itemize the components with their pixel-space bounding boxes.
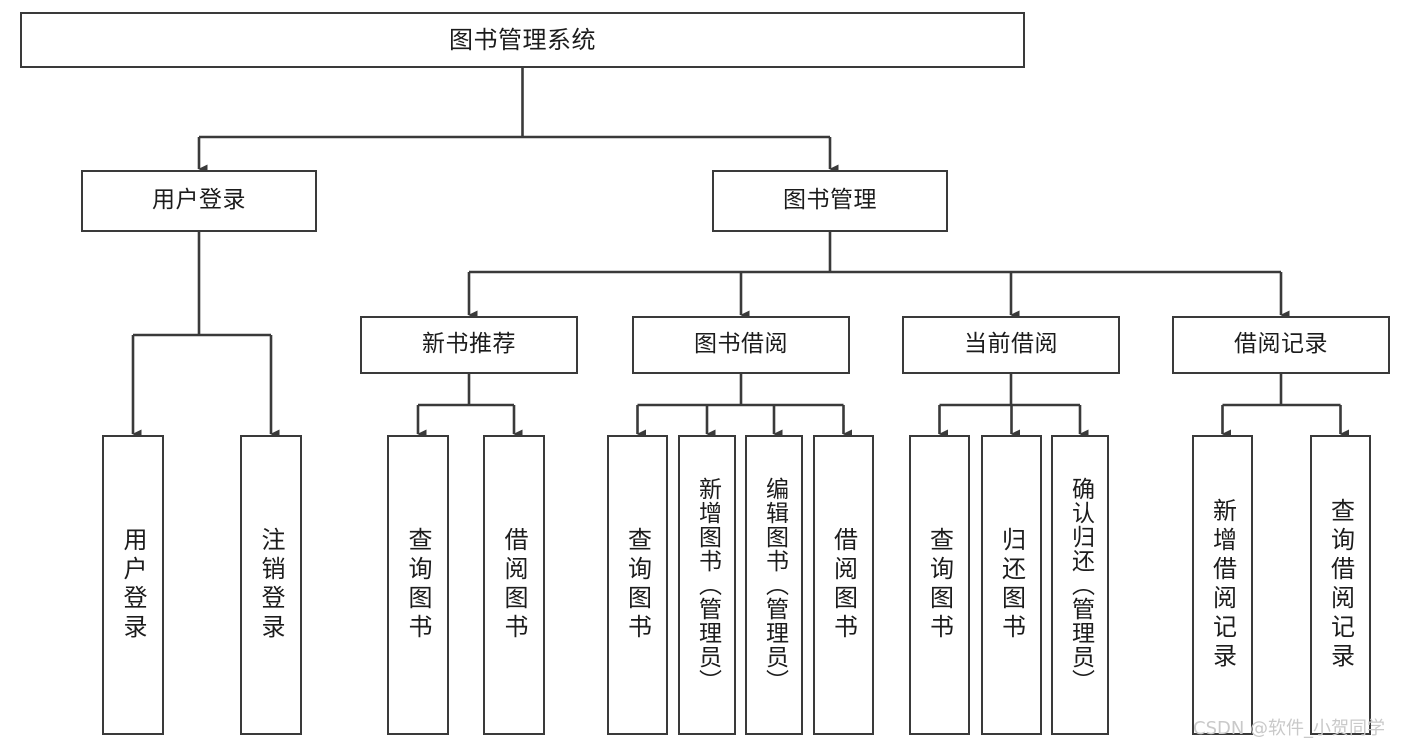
node-label: 查询图书	[404, 527, 432, 643]
node-label: 借阅记录	[1234, 331, 1328, 358]
node-borrow-record[interactable]: 借阅记录	[1172, 316, 1390, 374]
node-leaf-user-login[interactable]: 用户登录	[102, 435, 164, 735]
node-current-borrow[interactable]: 当前借阅	[902, 316, 1120, 374]
node-user-login[interactable]: 用户登录	[81, 170, 317, 232]
node-leaf-edit-book[interactable]: 编辑图书（管理员）	[745, 435, 803, 735]
node-label: 新增借阅记录	[1208, 498, 1237, 672]
node-leaf-borrow-book-1[interactable]: 借阅图书	[483, 435, 545, 735]
node-leaf-add-book[interactable]: 新增图书（管理员）	[678, 435, 736, 735]
node-label: 用户登录	[119, 527, 147, 643]
node-label: 查询借阅记录	[1326, 498, 1355, 672]
node-leaf-query-record[interactable]: 查询借阅记录	[1310, 435, 1371, 735]
node-leaf-query-book-3[interactable]: 查询图书	[909, 435, 970, 735]
node-label: 用户登录	[152, 187, 246, 214]
node-label: 图书管理系统	[449, 25, 596, 54]
node-label: 确认归还（管理员）	[1067, 477, 1094, 693]
node-root[interactable]: 图书管理系统	[20, 12, 1025, 68]
node-leaf-add-record[interactable]: 新增借阅记录	[1192, 435, 1253, 735]
node-label: 新增图书（管理员）	[694, 477, 721, 693]
node-label: 新书推荐	[422, 331, 516, 358]
node-label: 借阅图书	[500, 527, 528, 643]
node-leaf-query-book-1[interactable]: 查询图书	[387, 435, 449, 735]
connector-lines	[131, 68, 1350, 439]
node-leaf-confirm-return[interactable]: 确认归还（管理员）	[1051, 435, 1109, 735]
node-leaf-query-book-2[interactable]: 查询图书	[607, 435, 668, 735]
node-leaf-borrow-book-2[interactable]: 借阅图书	[813, 435, 874, 735]
node-leaf-logout[interactable]: 注销登录	[240, 435, 302, 735]
node-label: 编辑图书（管理员）	[761, 477, 788, 693]
node-leaf-return-book[interactable]: 归还图书	[981, 435, 1042, 735]
node-label: 查询图书	[623, 527, 652, 643]
node-label: 图书借阅	[694, 331, 788, 358]
node-label: 归还图书	[997, 527, 1026, 643]
node-book-borrow[interactable]: 图书借阅	[632, 316, 850, 374]
node-label: 当前借阅	[964, 331, 1058, 358]
node-label: 图书管理	[783, 187, 877, 214]
node-label: 注销登录	[257, 527, 285, 643]
node-book-manage[interactable]: 图书管理	[712, 170, 948, 232]
node-label: 借阅图书	[829, 527, 858, 643]
node-label: 查询图书	[925, 527, 954, 643]
node-new-book-recommend[interactable]: 新书推荐	[360, 316, 578, 374]
